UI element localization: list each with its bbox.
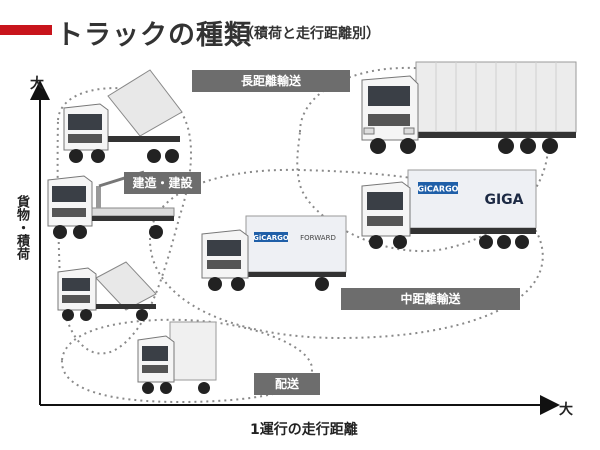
page-subtitle: （積荷と走行距離別） [240,26,380,42]
construction-tag: 建造・建設 [124,172,201,194]
x-axis-label: 1運行の走行距離 [250,422,358,438]
medium-forward-truck-image: GiCARGO FORWARD [201,215,347,291]
long-distance-trailer-truck-image [361,61,577,154]
forward-logo-text: FORWARD [300,234,336,242]
mid-distance-giga-truck-image: GiCARGO GIGA [361,169,537,249]
flatbed-crane-truck-image [47,170,175,239]
giga-logo-text: GIGA [484,192,523,208]
long-distance-tag: 長距離輸送 [192,70,350,92]
delivery-tag: 配送 [254,373,320,395]
title-accent-bar [0,25,52,35]
mid-distance-tag: 中距離輸送 [341,288,520,310]
small-delivery-box-truck-image [137,321,217,394]
cargo-logo-text-medium: GiCARGO [253,234,289,242]
cargo-logo-text: GiCARGO [418,185,459,194]
large-dump-truck-image [63,69,183,163]
small-dump-truck-image [57,261,157,321]
x-axis-max-label: 大 [559,402,573,418]
y-axis-label: 貨物・積荷 [14,195,29,260]
page-title: トラックの種類 [56,20,252,51]
y-axis-max-label: 大 [30,76,44,92]
